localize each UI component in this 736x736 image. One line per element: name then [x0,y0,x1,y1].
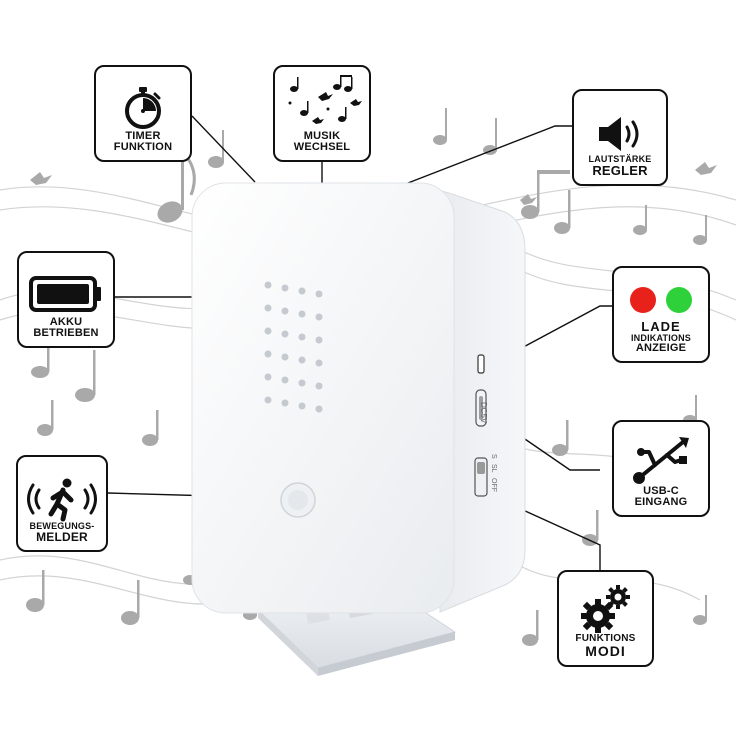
motion-sensor-lens [280,482,316,518]
lautstaerke-label-line1: LAUTSTÄRKE [588,153,652,164]
callout-modi: FUNKTIONS MODI [557,570,654,667]
bewegung-label-line1: BEWEGUNGS- [29,520,95,531]
green-indicator-light [666,287,692,314]
usb-label-line2: EINGANG [634,496,688,509]
switch-label-sl: SL [490,464,497,473]
lautstaerke-label-line2: REGLER [592,163,648,179]
callout-musik: MUSIK WECHSEL [273,65,371,162]
music-notes-icon [288,74,362,124]
lade-label-line3: ANZEIGE [635,342,687,355]
bewegung-label-line2: MELDER [36,530,88,545]
led-indicator [477,354,485,374]
callout-akku: AKKU BETRIEBEN [17,251,115,348]
callout-lautstaerke: LAUTSTÄRKE REGLER [572,89,668,186]
callout-timer: TIMER FUNKTION [94,65,192,162]
lade-label-line1: LADE [641,319,681,335]
stopwatch-icon [125,86,161,129]
modi-label-line2: MODI [585,643,626,660]
musik-label-line1: MUSIK [303,129,341,142]
speaker-icon [599,116,639,151]
musik-label-line2: WECHSEL [293,141,351,154]
akku-label-line2: BETRIEBEN [33,327,99,340]
modi-label-line1: FUNKTIONS [575,632,636,644]
device-front-panel [191,182,455,614]
motion-sensor-icon [27,478,97,522]
timer-label-line2: FUNKTION [113,141,173,154]
callout-usb: USB-C EINGANG [612,420,710,517]
indicator-lights-icon [630,287,692,314]
akku-label-line1: AKKU [49,315,83,328]
usb-icon [633,436,689,484]
red-indicator-light [630,287,656,314]
switch-label-s: S [490,454,497,459]
battery-icon [29,275,101,312]
port-label: DC5V [479,402,488,424]
usb-label-line1: USB-C [643,484,679,497]
gears-icon [580,584,630,633]
switch-label-off: OFF [490,478,497,492]
callout-bewegung: BEWEGUNGS- MELDER [16,455,108,552]
speaker-grille [264,281,323,413]
lade-label-line2: INDIKATIONS [630,333,692,344]
timer-label-line1: TIMER [125,129,161,142]
callout-lade: LADE INDIKATIONS ANZEIGE [612,266,710,363]
